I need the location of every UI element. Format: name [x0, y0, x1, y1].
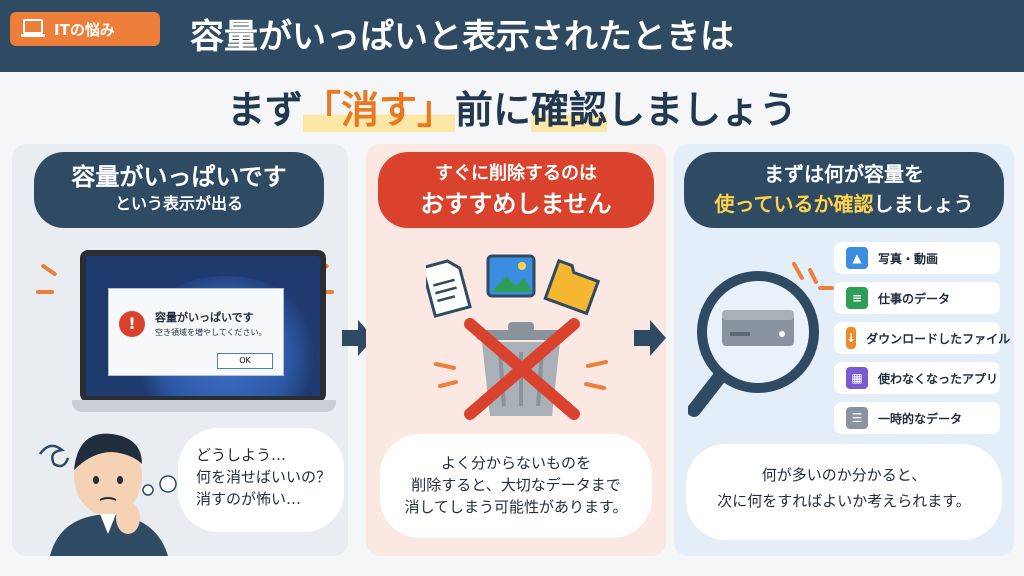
- note-line: よく分からないものを: [440, 454, 591, 472]
- error-icon: !: [119, 311, 145, 337]
- badge-label: ITの悩み: [54, 20, 115, 39]
- image-icon: ▲: [846, 247, 868, 269]
- category-label: 写真・動画: [878, 251, 939, 266]
- sheet-icon: ≡: [846, 287, 868, 309]
- panel1-heading: 容量がいっぱいです という表示が出る: [34, 152, 324, 228]
- laptop-base: [72, 400, 336, 412]
- apps-icon: ▦: [846, 367, 868, 389]
- note-line: 削除すると、大切なデータまで: [411, 476, 621, 494]
- thought-line: 消すのが怖い…: [196, 490, 302, 508]
- category-label: 使わなくなったアプリ: [878, 371, 999, 386]
- doc-icon: ☰: [846, 407, 868, 429]
- category-label: 一時的なデータ: [878, 411, 963, 426]
- category-temp-data: ☰ 一時的なデータ: [834, 402, 1000, 434]
- alert-spark-icon: [40, 263, 58, 277]
- panel2-heading: すぐに削除するのは おすすめしません: [378, 152, 654, 228]
- category-badge: ITの悩み: [10, 12, 160, 46]
- download-icon: ↓: [846, 327, 857, 349]
- laptop-icon: [21, 19, 45, 37]
- category-photos: ▲ 写真・動画: [834, 242, 1000, 274]
- panel3-heading-line2: 使っているか確認しましょう: [684, 188, 1004, 220]
- panel3-heading-line1: まずは何が容量を: [764, 162, 924, 186]
- trash-delete-icon: [426, 254, 608, 420]
- category-label: ダウンロードしたファイル: [866, 331, 1011, 346]
- header-bar: ITの悩み 容量がいっぱいと表示されたときは: [0, 0, 1024, 72]
- subtitle-post: しましょう: [607, 88, 798, 132]
- panel1-heading-line2: という表示が出る: [114, 194, 243, 213]
- storage-full-dialog: ! 容量がいっぱいです 空き領域を増やしてください。 OK: [108, 288, 284, 376]
- warning-note: よく分からないものを 削除すると、大切なデータまで 消してしまう可能性があります…: [380, 434, 652, 538]
- advice-note: 何が多いのか分かると、 次に何をすればよいか考えられます。: [686, 444, 1002, 540]
- panel-dont-delete: すぐに削除するのは おすすめしません よく分からないものを 削除すると、大切なデ…: [366, 144, 666, 556]
- thought-dots-icon: [142, 475, 177, 496]
- category-unused-apps: ▦ 使わなくなったアプリ: [834, 362, 1000, 394]
- panel3-heading-highlight: 使っているか確認: [714, 192, 874, 216]
- note-line: 何が多いのか分かると、: [761, 466, 927, 484]
- worried-person-icon: [38, 433, 168, 556]
- worry-thought-bubble: どうしよう… 何を消せばいいの？ 消すのが怖い…: [178, 428, 344, 532]
- category-downloads: ↓ ダウンロードしたファイル: [834, 322, 1010, 354]
- panel2-heading-line1: すぐに削除するのは: [435, 163, 597, 184]
- category-work-data: ≡ 仕事のデータ: [834, 282, 1000, 314]
- laptop-illustration: ! 容量がいっぱいです 空き領域を増やしてください。 OK: [72, 250, 336, 420]
- subtitle-emphasis: 確認: [531, 88, 608, 132]
- thought-line: どうしよう…: [196, 446, 287, 464]
- category-label: 仕事のデータ: [878, 291, 951, 306]
- magnifier-storage-icon: [688, 262, 834, 417]
- note-line: 次に何をすればよいか考えられます。: [717, 492, 971, 510]
- note-line: 消してしまう可能性があります。: [404, 498, 628, 516]
- panel2-heading-line2: おすすめしません: [420, 190, 612, 218]
- page-subtitle: まず「消す」前に確認しましょう: [0, 78, 1024, 142]
- subtitle-mid: 前に: [454, 88, 531, 132]
- thought-line: 何を消せばいいの？: [196, 468, 332, 486]
- dialog-title: 容量がいっぱいです: [155, 311, 254, 324]
- alert-spark-icon: [36, 290, 54, 294]
- panel3-heading: まずは何が容量を 使っているか確認しましょう: [684, 152, 1004, 228]
- subtitle-pre: まず: [226, 88, 303, 132]
- panel1-heading-line1: 容量がいっぱいです: [71, 163, 287, 191]
- dialog-ok-button[interactable]: OK: [217, 353, 273, 369]
- panel3-heading-rest: しましょう: [873, 192, 974, 216]
- dialog-message: 空き領域を増やしてください。: [155, 328, 267, 337]
- panel-full-warning: 容量がいっぱいです という表示が出る ! 容量がいっぱいです 空き領域を増やして…: [12, 144, 348, 556]
- page-title: 容量がいっぱいと表示されたときは: [190, 17, 734, 57]
- panel-check-usage: まずは何が容量を 使っているか確認しましょう ▲ 写真・動画 ≡ 仕事のデータ …: [674, 144, 1014, 556]
- arrow-right-icon: [634, 320, 666, 356]
- subtitle-highlight: 「消す」: [302, 88, 455, 132]
